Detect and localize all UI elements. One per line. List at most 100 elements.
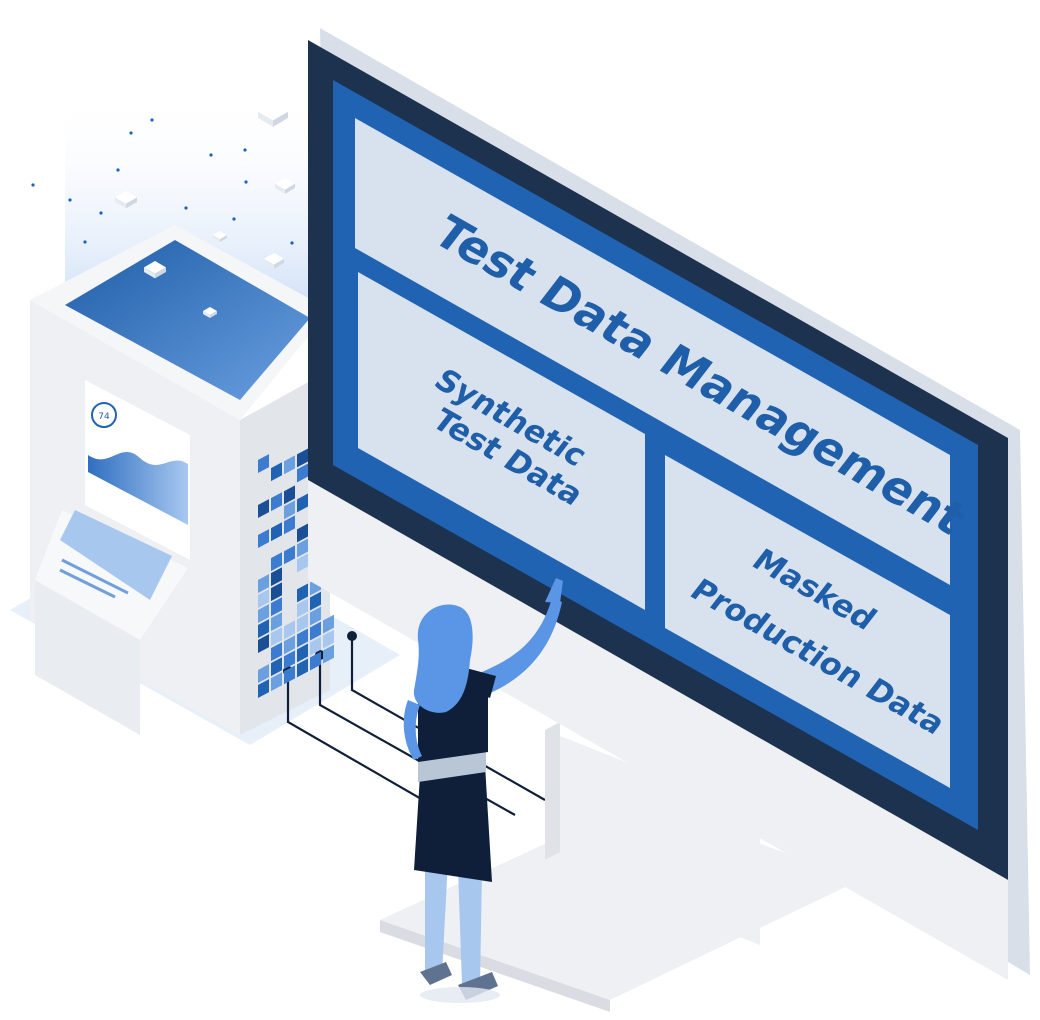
cable-plug <box>347 631 357 641</box>
data-particle <box>232 217 236 221</box>
data-pixel <box>284 500 295 520</box>
lower-arm <box>403 700 422 760</box>
data-pixel <box>271 552 282 572</box>
data-pixel <box>297 658 308 678</box>
shoe-left <box>420 962 452 985</box>
data-cube-face <box>264 253 284 265</box>
data-pixel <box>284 515 295 535</box>
data-cube-face <box>258 103 288 121</box>
level-wave <box>88 452 188 525</box>
raised-arm <box>482 598 562 694</box>
data-cube-face <box>210 311 217 319</box>
data-particles <box>31 118 294 245</box>
data-cube-face <box>144 267 155 279</box>
data-pixel <box>284 620 295 640</box>
data-pixel <box>310 636 321 656</box>
data-cube-face <box>275 178 295 190</box>
dress-skirt <box>414 765 492 882</box>
data-pixel <box>271 657 282 677</box>
data-pixel <box>284 485 295 505</box>
data-cube-face <box>155 267 166 279</box>
data-particle <box>99 211 103 215</box>
data-pixel <box>297 448 308 468</box>
data-pixel <box>271 522 282 542</box>
data-pixel <box>258 664 269 683</box>
data-cube-face <box>213 235 220 243</box>
data-pixel <box>258 604 269 623</box>
data-pixel <box>271 582 282 602</box>
panel-synthetic <box>358 272 645 610</box>
hair <box>413 604 473 713</box>
data-glow <box>65 90 310 300</box>
data-pixel <box>258 574 269 593</box>
presenter-figure <box>403 578 563 1000</box>
monitor-chin <box>308 480 1008 980</box>
data-particle <box>150 118 154 122</box>
data-pixel <box>284 455 295 475</box>
panel-title <box>355 118 950 585</box>
console-line <box>61 558 129 595</box>
data-pixel <box>258 679 269 698</box>
data-pixel <box>297 538 308 558</box>
data-pixel <box>310 651 321 671</box>
data-particle <box>184 206 188 210</box>
data-pixel <box>297 598 308 618</box>
data-particle <box>244 180 248 184</box>
data-particle <box>31 183 35 187</box>
data-pixel <box>284 665 295 685</box>
data-pixel <box>323 614 334 634</box>
data-pixel <box>258 634 269 653</box>
data-pixel <box>258 499 269 518</box>
data-cube-face <box>273 111 288 127</box>
data-pixel <box>271 462 282 482</box>
data-pixel <box>258 589 269 608</box>
floating-data-cubes <box>115 103 295 319</box>
data-pixel <box>297 583 308 603</box>
data-particle <box>209 153 213 157</box>
data-pixel <box>258 454 269 473</box>
data-pixel <box>271 642 282 662</box>
gauge-value: 74 <box>98 412 110 422</box>
console-screen <box>60 510 172 600</box>
data-pixel <box>323 644 334 664</box>
monitor-stand-neck <box>545 730 760 945</box>
data-pixel <box>258 619 269 638</box>
data-tank <box>65 240 310 400</box>
data-pixel <box>297 463 308 483</box>
data-pixel <box>310 606 321 626</box>
data-pixel <box>323 629 334 649</box>
data-pixel <box>284 635 295 655</box>
data-particle <box>243 148 247 152</box>
data-cube-face <box>264 258 274 269</box>
hand <box>545 578 563 603</box>
data-pixel <box>310 621 321 641</box>
data-cube-face <box>126 197 137 209</box>
data-cube-face <box>285 183 295 194</box>
data-cube-face <box>275 183 285 194</box>
data-cube-face <box>258 111 273 127</box>
data-pixel <box>271 567 282 587</box>
data-pixel <box>284 545 295 565</box>
data-cube-face <box>115 197 126 209</box>
data-pixel <box>284 650 295 670</box>
console-front <box>35 580 140 735</box>
panel-masked <box>665 455 950 788</box>
data-particle <box>116 168 120 172</box>
leg-right <box>458 868 482 985</box>
data-pixel <box>297 523 308 543</box>
data-particle <box>290 241 294 245</box>
data-particle <box>129 131 133 135</box>
data-pixel <box>297 643 308 663</box>
data-pixel <box>297 628 308 648</box>
data-particle <box>68 198 72 202</box>
data-pixel <box>271 627 282 647</box>
monitor-stand-neck-side <box>545 722 560 860</box>
leg-left <box>425 860 448 975</box>
console-line <box>59 568 116 599</box>
data-cube-face <box>274 258 284 269</box>
data-cube-face <box>203 311 210 319</box>
data-cube-face <box>115 191 137 204</box>
data-pixel <box>271 612 282 632</box>
gauge-icon <box>91 402 117 428</box>
